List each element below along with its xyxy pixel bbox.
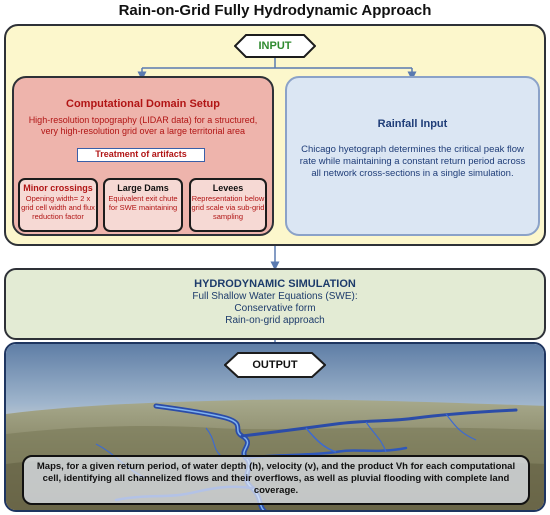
output-label-hexagon: OUTPUT [224,352,326,378]
hydro-line-swe: Full Shallow Water Equations (SWE): [192,291,358,302]
computational-domain-title: Computational Domain Setup [66,98,220,110]
output-maps-desc: Maps, for a given return period, of wate… [22,455,530,505]
output-label: OUTPUT [252,359,298,371]
levees-box: Levees Representation below grid scale v… [189,178,267,232]
input-label-hexagon: INPUT [234,34,316,58]
hydrodynamic-simulation-box: HYDRODYNAMIC SIMULATION Full Shallow Wat… [4,268,546,340]
large-dams-title: Large Dams [117,183,169,193]
input-label: INPUT [258,40,292,52]
levees-title: Levees [212,183,244,193]
diagram-title: Rain-on-Grid Fully Hydrodynamic Approach [118,2,432,19]
rainfall-input-box [285,76,540,236]
large-dams-desc: Equivalent exit chute for SWE maintainin… [108,194,178,212]
rainfall-input-title: Rainfall Input [377,118,448,130]
levees-desc: Representation below grid scale via sub-… [191,194,265,221]
treatment-of-artifacts-label: Treatment of artifacts [77,148,205,162]
minor-crossings-title: Minor crossings [23,183,93,193]
hydro-line-conservative: Conservative form [234,303,316,314]
rainfall-input-desc: Chicago hyetograph determines the critic… [299,144,526,179]
computational-domain-desc: High-resolution topography (LIDAR data) … [28,115,258,136]
large-dams-box: Large Dams Equivalent exit chute for SWE… [103,178,183,232]
minor-crossings-box: Minor crossings Opening width= 2 x grid … [18,178,98,232]
hydro-line-rain-on-grid: Rain-on-grid approach [225,315,325,326]
minor-crossings-desc: Opening width= 2 x grid cell width and f… [21,194,95,221]
hydrodynamic-simulation-title: HYDRODYNAMIC SIMULATION [194,278,356,290]
